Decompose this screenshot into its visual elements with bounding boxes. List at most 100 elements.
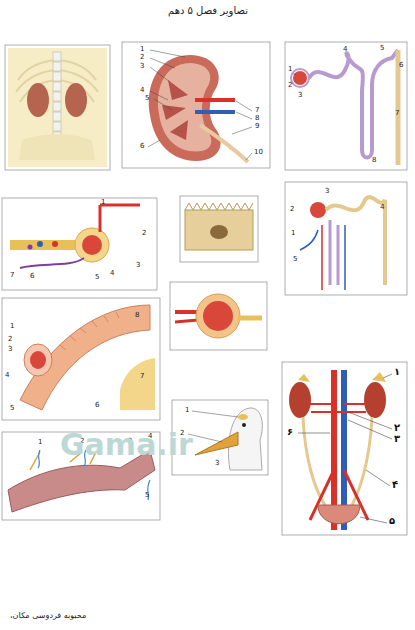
callout-number: ۶ bbox=[287, 427, 293, 437]
glomerulus bbox=[175, 294, 262, 338]
callout-number: 2 bbox=[290, 206, 294, 213]
tubule-microvilli-part-part bbox=[116, 312, 119, 318]
torso-figure-part bbox=[27, 83, 49, 117]
nephron bbox=[291, 50, 398, 165]
panel-frame bbox=[2, 42, 407, 535]
urinary-system-part-part bbox=[366, 470, 390, 486]
callout-number: 3 bbox=[298, 92, 302, 99]
nephron-flow-part bbox=[82, 235, 102, 255]
urinary-system-part bbox=[364, 382, 386, 418]
nephron-flow-part bbox=[28, 245, 33, 250]
nephron-flow-part bbox=[99, 205, 102, 232]
callout-number: ۳ bbox=[394, 434, 400, 444]
callout-number: ۱ bbox=[394, 367, 400, 377]
callout-number: ۴ bbox=[392, 480, 398, 490]
panel-frame-part bbox=[170, 282, 267, 350]
tubule-microvilli-part-part bbox=[70, 336, 76, 341]
bird-head-part bbox=[238, 414, 248, 420]
kidney-section-part bbox=[158, 63, 211, 151]
torso-figure-part bbox=[8, 48, 107, 167]
callout-number: 3 bbox=[136, 262, 140, 269]
callout-number: 2 bbox=[8, 336, 12, 343]
panel-frame-part bbox=[180, 196, 258, 262]
author-credit: محبوبه فردوسی مکان، bbox=[10, 612, 86, 620]
callout-number: 7 bbox=[395, 110, 399, 117]
callout-number: 1 bbox=[291, 230, 295, 237]
urinary-system-part-part bbox=[298, 433, 330, 434]
callout-number: 6 bbox=[140, 143, 144, 150]
urinary-system bbox=[289, 370, 392, 530]
kidney-section-part-part bbox=[170, 120, 188, 140]
callout-number: 8 bbox=[135, 312, 139, 319]
kidney-section-part bbox=[162, 80, 188, 140]
bird-head-part bbox=[195, 432, 238, 455]
callout-number: 5 bbox=[145, 492, 149, 499]
kidney-section-part-part bbox=[236, 101, 252, 111]
callout-number: 5 bbox=[145, 95, 149, 102]
callout-number: 3 bbox=[8, 346, 12, 353]
callout-number: 4 bbox=[140, 87, 144, 94]
nephron-part bbox=[293, 71, 307, 85]
callout-number: 1 bbox=[185, 407, 189, 414]
kidney-section-part-part bbox=[148, 140, 160, 147]
urinary-system-part-part bbox=[348, 420, 392, 439]
callout-number: 2 bbox=[140, 54, 144, 61]
panel-frame-part bbox=[5, 45, 110, 170]
tubule-microvilli-part bbox=[60, 312, 119, 350]
torso-figure-part-part bbox=[53, 72, 61, 81]
tubule-microvilli-part-part bbox=[60, 345, 66, 350]
bird-head-part bbox=[188, 411, 238, 442]
urinary-system-part bbox=[289, 382, 311, 418]
nephron-capillaries-part bbox=[326, 197, 385, 285]
nephron-capillaries-part bbox=[310, 202, 326, 218]
callout-number: 10 bbox=[254, 149, 263, 156]
callout-number: 7 bbox=[10, 272, 14, 279]
urinary-system-part bbox=[308, 404, 366, 412]
tissue-cell-part bbox=[185, 210, 253, 250]
watermark: Gama.ir bbox=[60, 430, 193, 460]
kidney-section-part bbox=[195, 110, 235, 114]
callout-number: 4 bbox=[110, 270, 114, 277]
nephron-flow-part bbox=[100, 204, 140, 207]
tubule-microvilli-part-part bbox=[104, 316, 108, 322]
torso-figure-part bbox=[53, 52, 61, 141]
callout-number: 3 bbox=[325, 188, 329, 195]
tissue-cell-part bbox=[185, 203, 253, 210]
tubule-microvilli-part bbox=[24, 344, 52, 376]
tubule-microvilli-part bbox=[30, 351, 46, 369]
torso-figure-part-part bbox=[53, 52, 61, 61]
panel-frame-part bbox=[2, 298, 160, 420]
bird-head-part-part bbox=[188, 434, 222, 442]
callout-number: 6 bbox=[399, 62, 403, 69]
kidney-section bbox=[148, 50, 252, 162]
nephron-part bbox=[309, 50, 398, 158]
nephron-flow-part bbox=[20, 258, 84, 268]
glomerulus-part bbox=[203, 301, 233, 331]
callout-number: 1 bbox=[10, 323, 14, 330]
nephron-part bbox=[291, 69, 309, 87]
torso-figure-part-part bbox=[53, 112, 61, 121]
nephron-flow-part bbox=[37, 241, 43, 247]
callout-number: 4 bbox=[343, 46, 347, 53]
kidney-section-part-part bbox=[162, 105, 186, 120]
nephron-capillaries-part bbox=[330, 220, 338, 285]
torso-figure-part-part bbox=[53, 82, 61, 91]
panel-frame-part bbox=[285, 42, 407, 170]
nephron-capillaries-part bbox=[344, 225, 346, 290]
nephron-capillaries bbox=[300, 197, 385, 290]
nephron-part bbox=[293, 74, 296, 75]
urinary-system-part bbox=[298, 374, 310, 382]
kidney-section-part-part bbox=[246, 153, 252, 160]
torso-figure bbox=[8, 48, 107, 167]
nephron-capillaries-part bbox=[321, 225, 323, 290]
glomerulus-part bbox=[196, 294, 240, 338]
torso-figure-part bbox=[19, 134, 95, 160]
urinary-system-part-part bbox=[383, 374, 392, 378]
callout-number: 4 bbox=[380, 204, 384, 211]
kidney-section-part-part bbox=[236, 112, 252, 119]
urinary-system-part bbox=[298, 374, 392, 523]
panel-frame-part bbox=[285, 182, 407, 295]
nephron-capillaries-part bbox=[300, 230, 318, 250]
nephron-flow-part bbox=[52, 241, 58, 247]
